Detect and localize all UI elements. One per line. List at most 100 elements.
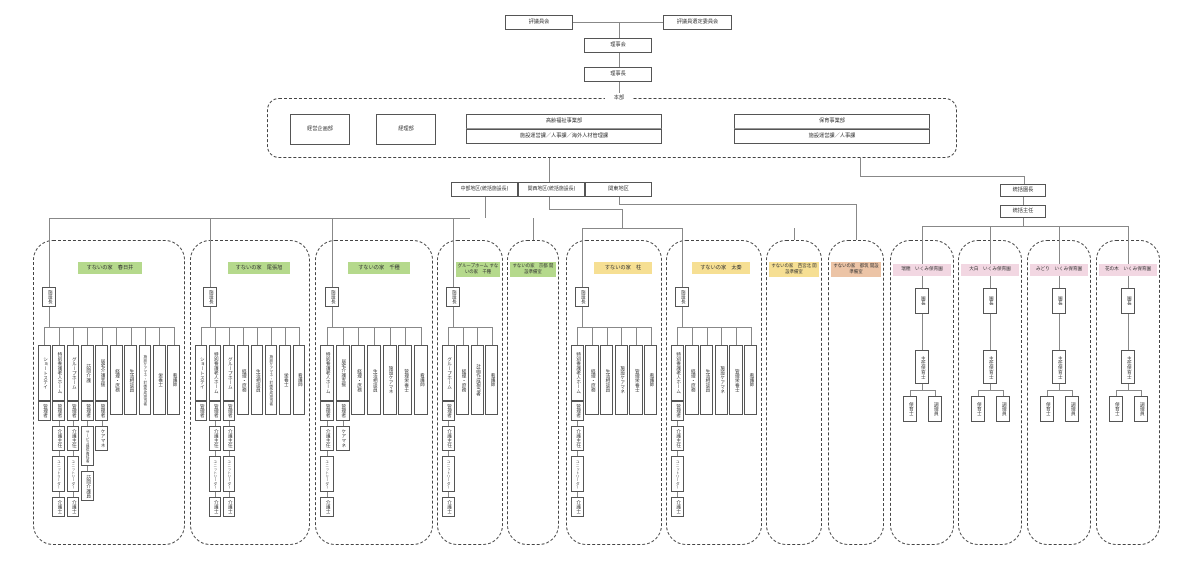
connector [73,421,74,426]
connector [49,218,470,219]
unit-box: 施設ケアマネ [714,345,728,415]
unit-chain-box: ユニットリーダー [208,456,222,492]
nursery-name-label: 大白 いくみ保育園 [961,264,1019,276]
connector [621,327,623,345]
connector [577,327,579,345]
unit-box: 経理・庶務 [685,345,699,415]
connector [990,276,991,288]
connector [210,218,211,287]
connector [990,384,991,390]
connector [44,327,175,328]
connector [922,384,923,390]
connector [922,314,923,350]
connector [87,327,89,345]
nursery-chief-box: 主任保育士 [915,350,929,384]
unit-box: 施設ケアマネ・計画作成担当者 [264,345,278,415]
unit-box: 特別養護老人ホーム [570,345,584,401]
unit-box: 経理・庶務 [585,345,599,415]
connector [130,327,132,345]
facility-group [437,240,503,545]
connector [721,327,723,345]
connector [243,327,244,345]
connector [606,327,608,345]
connector [215,451,216,456]
connector [682,228,683,287]
connector [448,327,450,345]
unit-chain-box: ユニットリーダー [52,456,66,492]
facility-name-label: すないの家 京都 開設準備室 [510,262,556,277]
connector [1128,226,1129,240]
accounting-dept-label: 経理部 [398,125,414,132]
connector [453,307,454,327]
connector [860,158,861,176]
connector [990,314,991,350]
unit-box: グループホーム [222,345,236,401]
connector [215,492,216,497]
connector [582,228,583,287]
unit-box: 栄養士 [152,345,166,415]
nursery-staff-box: 保育士 [1109,396,1123,422]
connector [549,197,550,209]
nursery-staff-box: 調理員 [996,396,1010,422]
connector [1047,390,1072,391]
childcare-head-label: 統括園長 [1012,186,1034,193]
facility-head-box: 施設長 [446,287,460,307]
unit-chain-box: ユニットリーダー [222,456,236,492]
connector [1003,390,1004,396]
unit-box: グループホーム [441,345,455,401]
unit-chain-box: 介護主任 [208,426,222,451]
council-box: 評議員会 [505,15,573,30]
unit-box: 栄養士 [278,345,292,415]
nursery-staff-box: 保育士 [971,396,985,422]
nursery-staff-box: 調理員 [1134,396,1148,422]
unit-chain-box: ユニットリーダー [570,456,584,492]
connector [477,327,479,345]
headquarters-title: 本部 [605,93,633,103]
connector [1059,226,1060,240]
facility-head-box: 施設長 [203,287,217,307]
connector [1128,384,1129,390]
connector [577,327,652,328]
connector [101,327,103,345]
unit-box: 看護師 [485,345,499,415]
connector [405,327,407,345]
facility-head-box: 施設長 [325,287,339,307]
unit-chain-box: ユニットリーダー [66,456,80,492]
childcare-chief-box: 統括主任 [1000,205,1046,218]
connector [706,327,708,345]
elderly-division-label: 高齢福祉事業部 [545,117,583,124]
facility-name-label: すないの家 都筑 開設準備室 [831,262,881,277]
facility-name-label: すないの家 尾張旭 [228,262,290,274]
council-selection-box: 評議員選定委員会 [663,15,732,30]
connector [978,390,979,396]
connector [229,421,230,426]
planning-dept-label: 経営企画部 [307,125,333,132]
unit-chain-box: 介護主任 [319,426,334,451]
unit-box: 計画作成担当者 [470,345,484,415]
childcare-head-box: 統括園長 [1000,184,1046,197]
unit-chain-box: 介護主任 [670,426,684,451]
unit-box: 管理栄養士 [629,345,643,415]
connector [342,327,344,345]
nursery-chief-box: 主任保育士 [1052,350,1066,384]
facility-group [507,240,559,545]
connector [87,421,89,426]
facility-name-label: すないの家 柱 [594,262,652,274]
facility-group [828,240,884,545]
connector [677,492,679,497]
unit-box: 特別養護老人ホーム [52,345,66,401]
connector [622,209,623,228]
connector [577,421,579,426]
connector [116,327,118,345]
connector [374,327,375,345]
facility-group [566,240,662,545]
unit-box: 看護師 [292,345,306,415]
connector [636,327,637,345]
unit-manager-box: 管理者 [222,401,236,421]
nursery-head-box: 園長 [915,288,929,314]
unit-box: 経理・庶務 [351,345,366,415]
facility-name-label: すないの家 春日井 [78,262,142,274]
unit-box: 経理・庶務 [456,345,470,415]
facility-name-label: グループホーム すないの家 千種 [456,262,500,277]
connector [73,451,74,456]
